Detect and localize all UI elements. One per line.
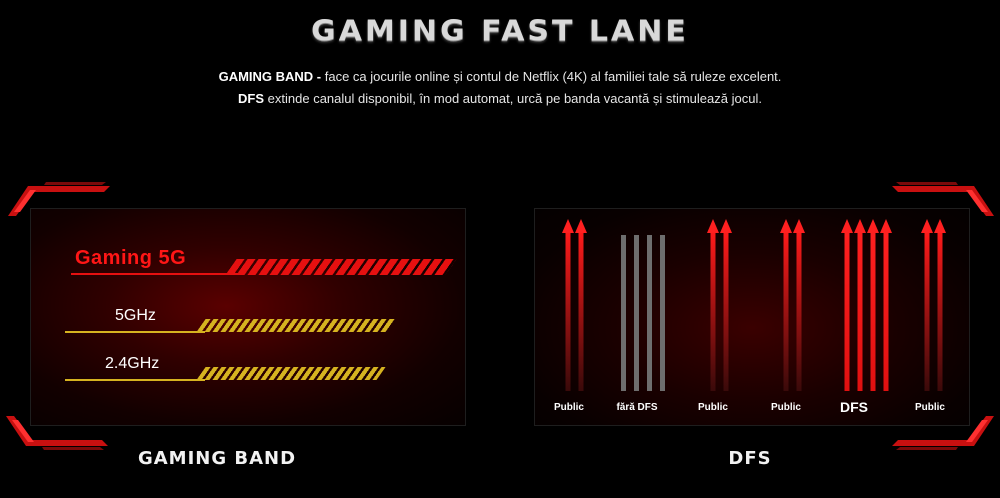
band-label-2-4ghz: 2.4GHz: [105, 355, 160, 372]
channel-arrow: [934, 219, 946, 391]
channel-bar-gray: [660, 235, 665, 391]
dfs-term: DFS: [238, 91, 265, 106]
description-line-1: GAMING BAND - face ca jocurile online și…: [0, 66, 1000, 88]
channel-label-fara-dfs: fără DFS: [616, 402, 658, 413]
channel-bar-gray: [621, 235, 626, 391]
band-stripes-2-4ghz: [196, 367, 386, 380]
band-line-gaming-5g: [71, 273, 241, 275]
band-label-gaming-5g: Gaming 5G: [75, 247, 187, 269]
dfs-panel: [534, 208, 970, 426]
corner-decoration-bottom-right: [892, 416, 994, 450]
description-line-1-text: face ca jocurile online și contul de Net…: [321, 69, 782, 84]
band-line-2-4ghz: [65, 379, 205, 381]
description-line-2-text: extinde canalul disponibil, în mod autom…: [264, 91, 762, 106]
channel-arrow: [841, 219, 853, 391]
band-stripes-gaming-5g: [225, 259, 457, 275]
corner-decoration-bottom-left: [6, 416, 108, 450]
channel-arrow: [793, 219, 805, 391]
description-line-2: DFS extinde canalul disponibil, în mod a…: [0, 88, 1000, 110]
channel-arrow: [854, 219, 866, 391]
band-stripes-5ghz: [196, 319, 396, 332]
gaming-band-caption: GAMING BAND: [137, 448, 297, 469]
channel-arrow: [575, 219, 587, 391]
channel-arrow: [880, 219, 892, 391]
corner-decoration-top-right: [892, 182, 994, 216]
dfs-caption: DFS: [728, 448, 772, 469]
channel-bar-gray: [634, 235, 639, 391]
channel-arrow: [780, 219, 792, 391]
channel-label-public-3: Public: [770, 402, 801, 413]
channel-arrow: [562, 219, 574, 391]
channel-arrow: [921, 219, 933, 391]
page-title: GAMING FAST LANE: [311, 14, 689, 49]
channel-arrow: [867, 219, 879, 391]
channel-bar-gray: [647, 235, 652, 391]
corner-decoration-top-left: [8, 182, 110, 216]
dfs-channel-arrows: [562, 219, 946, 391]
band-label-5ghz: 5GHz: [115, 307, 156, 324]
band-line-5ghz: [65, 331, 205, 333]
channel-arrow: [707, 219, 719, 391]
gaming-band-term: GAMING BAND -: [218, 69, 322, 84]
gaming-band-panel: Gaming 5G 5GHz 2.4GHz: [30, 208, 466, 426]
channel-label-dfs: DFS: [840, 399, 868, 415]
channel-arrow: [720, 219, 732, 391]
channel-label-public-4: Public: [914, 402, 945, 413]
channel-label-public-1: Public: [553, 402, 584, 413]
description: GAMING BAND - face ca jocurile online și…: [0, 66, 1000, 110]
channel-label-public-2: Public: [697, 402, 728, 413]
